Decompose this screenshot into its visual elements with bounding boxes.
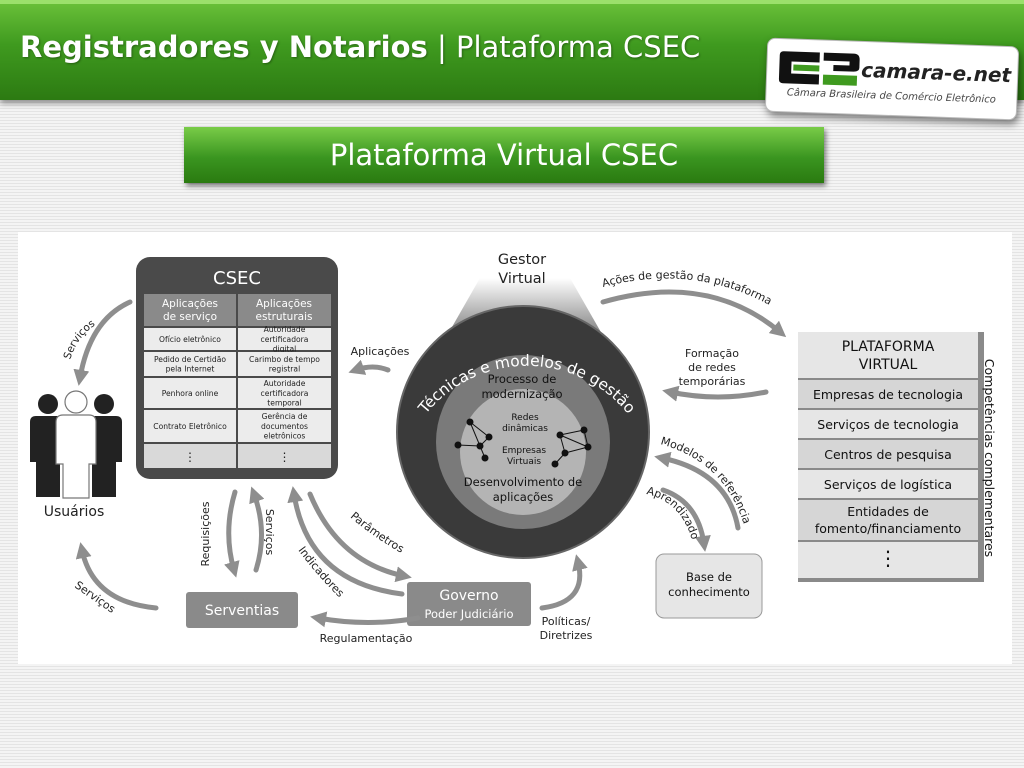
csec-cell-text-servico: Ofício eletrônico: [159, 335, 221, 344]
arrow-politicas: [539, 554, 588, 611]
serventias-label: Serventias: [205, 603, 279, 619]
title-rest: Plataforma CSEC: [455, 30, 701, 64]
csec-cell: [238, 444, 331, 468]
network-left-icon: [454, 418, 493, 462]
logo-tagline: Câmara Brasileira de Comércio Eletrônico: [786, 87, 997, 106]
label-regulamentacao: Regulamentação: [320, 632, 413, 645]
flow-arrows: [73, 289, 787, 628]
camara-logo: camara-e.net Câmara Brasileira de Comérc…: [764, 37, 1020, 121]
plataforma-item: [798, 410, 978, 438]
csec-cell-text-servico: Penhora online: [162, 389, 219, 398]
csec-cell: [144, 444, 236, 468]
csec-cell: [144, 328, 236, 350]
label-acoes: Ações de gestão da plataforma: [601, 268, 775, 307]
arrow-indicadores: [307, 491, 412, 583]
usuarios-label: Usuários: [44, 504, 105, 520]
plataforma-item: [798, 542, 978, 578]
gestao-core: [460, 389, 586, 515]
label-requisicoes: Requisições: [199, 501, 212, 566]
label-politicas: Políticas/Diretrizes: [540, 615, 593, 642]
competencias-label: Competências complementares: [982, 359, 997, 557]
plataforma-item-label: Centros de pesquisa: [824, 447, 951, 462]
slide-title: Registradores y Notarios | Plataforma CS…: [20, 30, 700, 64]
csec-cell: [144, 378, 236, 408]
governo-label: Governo: [439, 588, 498, 604]
plataforma-item-label: Serviços de logística: [824, 477, 952, 492]
csec-cell: [238, 352, 331, 376]
csec-cell: [144, 352, 236, 376]
csec-cell: [238, 378, 331, 408]
arrow-requisicoes: [224, 489, 240, 578]
arrow-servicos-top: [73, 299, 133, 386]
plataforma-item: [798, 500, 978, 540]
plataforma-item-label: ⋮: [878, 546, 898, 570]
plataforma-item-label: Empresas de tecnologia: [813, 387, 963, 402]
poder-label: Poder Judiciário: [424, 607, 513, 621]
arrow-regulamentacao: [310, 611, 421, 628]
arrow-formacao: [662, 385, 769, 402]
title-separator: |: [427, 30, 456, 64]
title-bold: Registradores y Notarios: [20, 30, 428, 64]
arrow-aplicacoes: [348, 359, 391, 375]
governo-box: [407, 582, 531, 626]
csec-title: CSEC: [213, 268, 261, 289]
plataforma-item: [798, 380, 978, 408]
arrow-servicos-bottom: [75, 542, 159, 611]
csec-cell-text-servico: ⋮: [184, 450, 196, 464]
arrow-acoes: [600, 289, 787, 338]
label-servicos-mid: Serviços: [263, 509, 276, 556]
plataforma-item: [798, 470, 978, 498]
csec-cell-text-servico: Contrato Eletrônico: [153, 422, 227, 431]
label-servicos-bottom: Serviços: [72, 579, 118, 616]
plataforma-item: [798, 440, 978, 468]
network-right-icon: [551, 426, 592, 468]
arrow-servicos-mid: [249, 486, 265, 573]
csec-cell-text-estrutural: ⋮: [279, 450, 291, 464]
users-icon: Usuários: [30, 390, 122, 520]
plataforma-item-label: Serviços de tecnologia: [817, 417, 958, 432]
arrow-modelos: [654, 451, 741, 531]
camara-logo-icon: [778, 51, 860, 86]
csec-cell: [144, 410, 236, 442]
csec-cell: [238, 328, 331, 350]
label-parametros: Parâmetros: [348, 509, 406, 555]
csec-cell: [238, 410, 331, 442]
label-aplicacoes: Aplicações: [351, 345, 410, 358]
arrow-aprendizado: [660, 487, 711, 552]
section-banner: Plataforma Virtual CSEC: [184, 127, 824, 183]
serventias-box: [186, 592, 298, 628]
arrow-parametros: [287, 486, 405, 597]
base-conhecimento-box: [655, 553, 763, 619]
header-highlight: [0, 0, 1024, 4]
logo-brand: camara-e.net: [860, 57, 1012, 88]
